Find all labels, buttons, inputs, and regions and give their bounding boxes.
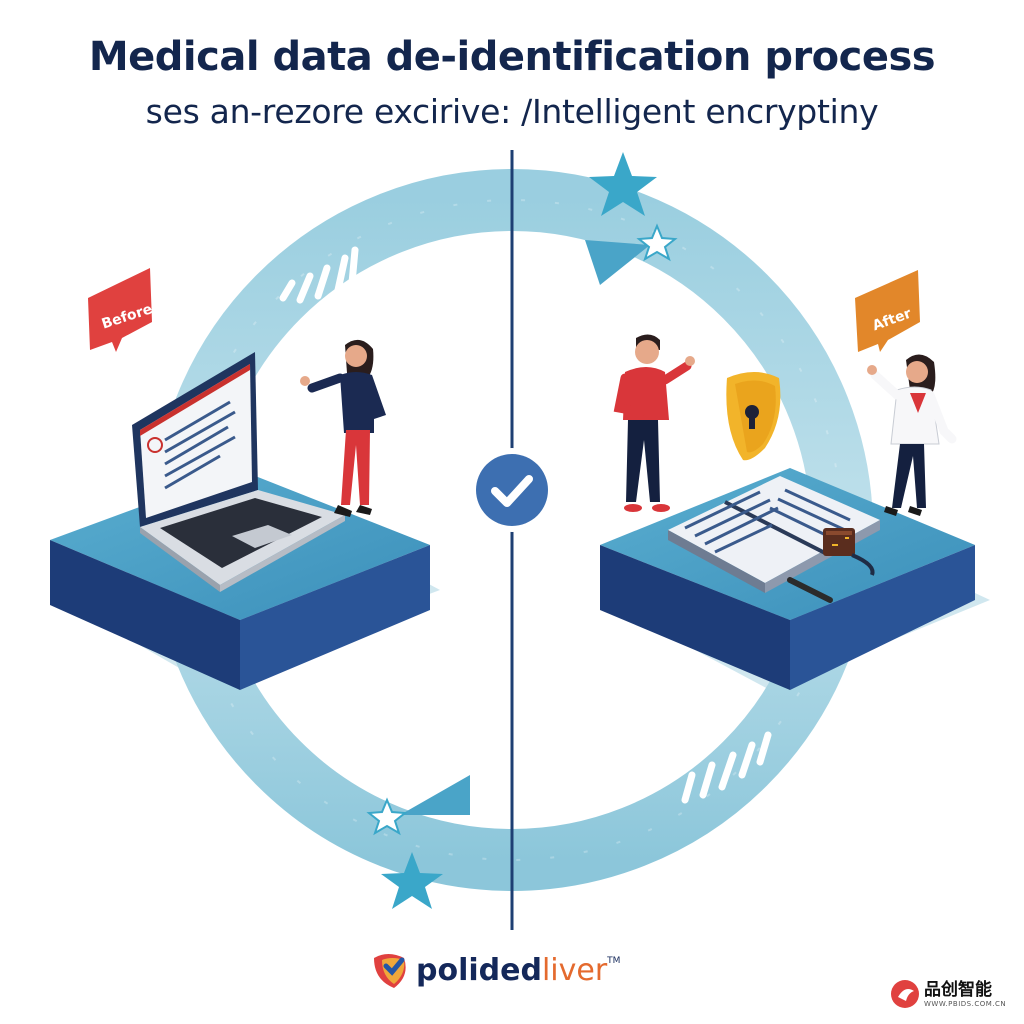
brand-trademark: TM: [607, 956, 621, 966]
brand-logo: polided liver TM: [370, 944, 620, 996]
ring-arrow-bottom: [400, 775, 470, 815]
person-woman-left: [300, 339, 386, 517]
page-subtitle: ses an-rezore excirive: /Intelligent enc…: [145, 92, 879, 131]
checkmark-icon: [470, 448, 554, 532]
star-icon: [636, 223, 678, 262]
watermark-name: 品创智能: [924, 980, 992, 1000]
speed-strokes-right: [681, 731, 772, 804]
after-badge: After: [855, 270, 920, 352]
star-icon: [366, 797, 408, 836]
star-icon: [589, 152, 657, 216]
person-man: [613, 334, 695, 512]
watermark-url: WWW.PBIDS.COM.CN: [924, 1000, 1007, 1008]
watermark-logo-icon: [891, 980, 919, 1008]
star-icon: [381, 852, 443, 909]
brand-mark-icon: [374, 954, 406, 988]
speed-strokes-left: [279, 246, 359, 304]
brand-name: polided: [416, 952, 542, 988]
ring-arrow-top: [585, 240, 650, 285]
watermark: 品创智能 WWW.PBIDS.COM.CN: [890, 972, 1018, 1016]
person-woman-right: [867, 354, 957, 516]
before-badge: Before: [88, 268, 154, 352]
page-title: Medical data de-identification process: [88, 34, 936, 80]
shield-lock-icon: [726, 372, 781, 461]
book-icon: [668, 476, 880, 603]
brand-suffix: liver: [541, 952, 608, 988]
laptop-icon: [132, 352, 345, 592]
